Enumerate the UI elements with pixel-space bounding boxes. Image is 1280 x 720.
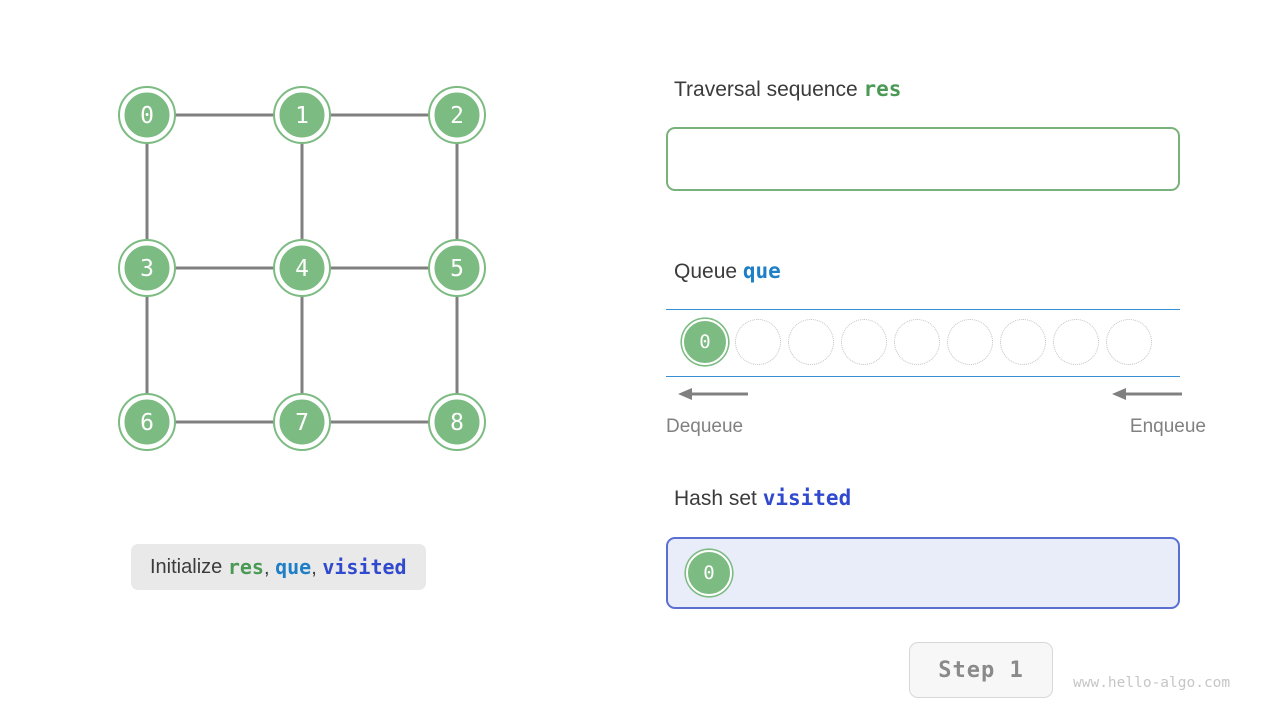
res-variable-name: res	[863, 77, 902, 101]
queue-empty-slot	[1000, 319, 1046, 365]
graph-node-4[interactable]: 4	[273, 239, 331, 297]
graph-node-label: 3	[140, 256, 154, 282]
res-label-text: Traversal sequence	[674, 78, 864, 101]
queue-bottom-rule	[666, 376, 1180, 377]
res-section-label: Traversal sequence res	[674, 77, 901, 102]
graph-node-label: 4	[295, 256, 309, 282]
caption-part-2: que	[275, 554, 312, 579]
watermark: www.hello-algo.com	[1073, 675, 1231, 691]
graph-node-label: 7	[295, 410, 309, 436]
visited-label-text: Hash set	[674, 487, 763, 510]
graph-node-6[interactable]: 6	[118, 393, 176, 451]
enqueue-label: Enqueue	[1129, 416, 1206, 437]
visited-container: 0	[666, 537, 1180, 609]
queue-empty-slot	[788, 319, 834, 365]
graph-node-label: 1	[295, 103, 309, 129]
queue-item: 0	[682, 319, 728, 365]
graph-node-ring	[428, 86, 486, 144]
graph-node-disc	[122, 90, 172, 140]
graph-node-ring	[118, 86, 176, 144]
graph-panel: 0 1 2 3 4 5 6 7 8	[0, 0, 620, 720]
graph-node-ring	[273, 86, 331, 144]
res-container	[666, 127, 1180, 191]
graph-node-label: 8	[450, 410, 464, 436]
queue-container: 0	[666, 309, 1180, 377]
queue-arrows-row	[666, 384, 1182, 406]
graph-node-label: 2	[450, 103, 464, 129]
queue-label-text: Queue	[674, 260, 743, 283]
graph-node-label: 5	[450, 256, 464, 282]
enqueue-arrow-icon	[1112, 388, 1182, 400]
queue-empty-slot	[947, 319, 993, 365]
queue-top-rule	[666, 309, 1180, 310]
visited-item: 0	[686, 550, 732, 596]
graph-node-ring	[428, 393, 486, 451]
caption-part-4: visited	[322, 554, 407, 579]
caption-variables: res, que, visited	[228, 555, 407, 580]
graph-node-disc	[432, 90, 482, 140]
caption-prefix: Initialize	[150, 555, 228, 578]
queue-slots: 0	[682, 319, 1152, 365]
graph-node-disc	[122, 397, 172, 447]
graph-node-disc	[277, 90, 327, 140]
queue-empty-slot	[894, 319, 940, 365]
queue-section-label: Queue que	[674, 259, 781, 284]
graph-node-disc	[122, 243, 172, 293]
graph-node-disc	[432, 243, 482, 293]
graph-node-ring	[428, 239, 486, 297]
graph-node-label: 6	[140, 410, 154, 436]
graph-node-ring	[118, 239, 176, 297]
step-badge: Step 1	[909, 642, 1053, 698]
graph-node-0[interactable]: 0	[118, 86, 176, 144]
queue-empty-slot	[1106, 319, 1152, 365]
dequeue-arrow-icon	[678, 388, 748, 400]
caption-box: Initialize res, que, visited	[131, 544, 426, 590]
graph-node-3[interactable]: 3	[118, 239, 176, 297]
caption-part-1: ,	[263, 556, 276, 579]
graph-node-1[interactable]: 1	[273, 86, 331, 144]
graph-node-ring	[273, 239, 331, 297]
graph-node-disc	[432, 397, 482, 447]
graph-node-ring	[273, 393, 331, 451]
state-panel: Traversal sequence res Queue que 0 Deque…	[666, 0, 1206, 720]
caption-part-3: ,	[311, 556, 323, 579]
graph-node-8[interactable]: 8	[428, 393, 486, 451]
queue-variable-name: que	[742, 259, 781, 283]
graph-node-ring	[118, 393, 176, 451]
graph-node-7[interactable]: 7	[273, 393, 331, 451]
graph-node-disc	[277, 243, 327, 293]
queue-empty-slot	[1053, 319, 1099, 365]
graph-diagram: 0 1 2 3 4 5 6 7 8	[118, 86, 486, 451]
graph-node-2[interactable]: 2	[428, 86, 486, 144]
graph-node-disc	[277, 397, 327, 447]
queue-empty-slot	[841, 319, 887, 365]
visited-variable-name: visited	[762, 486, 852, 510]
queue-empty-slot	[735, 319, 781, 365]
dequeue-label: Dequeue	[666, 416, 744, 437]
graph-node-label: 0	[140, 103, 154, 129]
caption-part-0: res	[227, 554, 264, 579]
visited-section-label: Hash set visited	[674, 486, 851, 511]
graph-node-5[interactable]: 5	[428, 239, 486, 297]
